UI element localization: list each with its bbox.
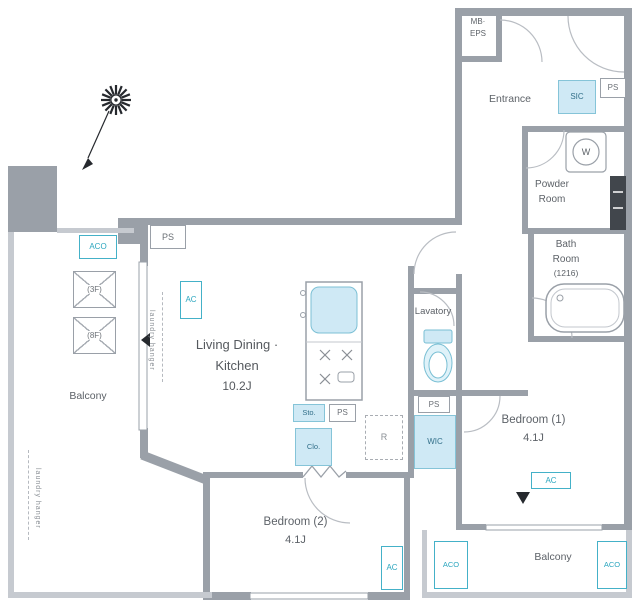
refrigerator-space: R: [365, 415, 403, 460]
ldk-line1: Living Dining ·: [195, 337, 279, 352]
powder-line1: Powder: [535, 179, 569, 190]
ac-outdoor-unit-bottom-left: ACO: [434, 541, 468, 589]
laundry-hanger-label-balcony: laundry hanger: [34, 467, 42, 529]
balcony-walls-layer: [8, 228, 632, 598]
mb-label: MB·: [470, 17, 486, 26]
kitchen-counter-icon: [300, 281, 363, 401]
ps-shaft-ldk: PS: [150, 225, 186, 249]
bedroom2-size: 4.1J: [285, 533, 306, 546]
balcony-left-label: Balcony: [69, 390, 107, 402]
entrance-label: Entrance: [488, 93, 532, 105]
outdoor-unit-8f: (8F): [73, 317, 116, 354]
outdoor-unit-8f-label: (8F): [85, 330, 104, 341]
storage-box: Sto.: [293, 404, 325, 422]
washer-icon: [565, 131, 607, 173]
eps-label: EPS: [469, 29, 486, 38]
ac-unit-bedroom2: AC: [381, 546, 403, 590]
compass-icon: [82, 85, 131, 170]
bedroom1-label: Bedroom (1) 4.1J: [476, 412, 591, 447]
wic-closet: WIC: [414, 415, 456, 469]
closet-door-zigzag: [302, 464, 347, 479]
powder-line2: Room: [538, 193, 566, 205]
ldk-size: 10.2J: [222, 378, 252, 393]
toilet-icon: [423, 329, 453, 383]
direction-marker-bedroom1: [516, 492, 530, 504]
ldk-label: Living Dining · Kitchen 10.2J: [162, 334, 312, 397]
ac-outdoor-unit-balcony: ACO: [79, 235, 117, 259]
closet-box: Clo.: [295, 428, 332, 466]
bath-room-label: Bath Room (1216): [536, 238, 596, 279]
ac-unit-ldk: AC: [180, 281, 202, 319]
ac-outdoor-unit-bottom-right: ACO: [597, 541, 627, 589]
laundry-hanger-line-balcony: [28, 450, 29, 540]
ldk-line2: Kitchen: [215, 358, 259, 374]
bedroom1-size: 4.1J: [523, 431, 544, 444]
bedroom1-name: Bedroom (1): [501, 414, 566, 426]
bath-line2: Room: [552, 253, 580, 265]
sic-closet: SIC: [558, 80, 596, 114]
lavatory-label: Lavatory: [414, 306, 452, 317]
bath-size: (1216): [553, 268, 579, 278]
bath-line1: Bath: [555, 239, 577, 250]
washer-label: W: [581, 147, 591, 157]
laundry-hanger-line-ldk: [162, 292, 163, 382]
service-shaft-block: [610, 176, 626, 230]
bedroom2-name: Bedroom (2): [263, 516, 328, 528]
outdoor-unit-3f: (3F): [73, 271, 116, 308]
powder-room-label: Powder Room: [516, 178, 588, 207]
ps-shaft-entrance: PS: [600, 78, 626, 98]
ac-unit-bedroom1: AC: [531, 472, 571, 489]
walls-layer: [8, 8, 632, 600]
mb-eps-label: MB· EPS: [458, 16, 498, 40]
ps-shaft-kitchen: PS: [329, 404, 356, 422]
direction-marker-ldk: [141, 333, 150, 347]
balcony-bottom-label: Balcony: [534, 551, 572, 563]
ps-shaft-lavatory: PS: [418, 396, 450, 413]
bathtub-icon: [545, 283, 625, 333]
outdoor-unit-3f-label: (3F): [85, 284, 104, 295]
bedroom2-label: Bedroom (2) 4.1J: [238, 514, 353, 549]
laundry-hanger-label-ldk: laundry hanger: [148, 309, 156, 371]
windows-layer: [138, 261, 603, 600]
